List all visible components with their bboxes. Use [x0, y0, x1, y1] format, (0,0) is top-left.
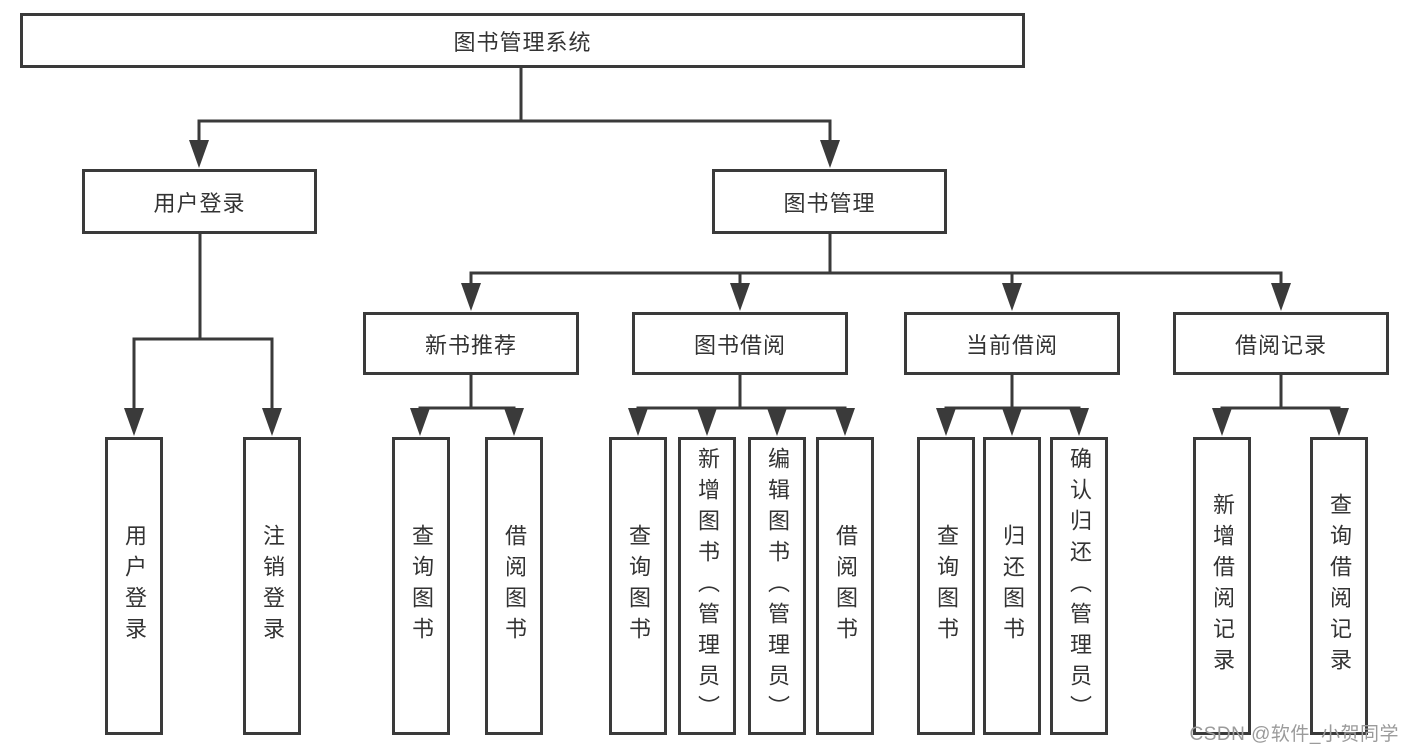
leaf-add-borrow-record: 新增借阅记录 [1193, 437, 1251, 735]
leaf-user-login: 用户登录 [105, 437, 163, 735]
leaf-add-book-admin: 新增图书（管理员） [678, 437, 736, 735]
node-book-borrow: 图书借阅 [632, 312, 848, 375]
leaf-borrow-books-recommend: 借阅图书 [485, 437, 543, 735]
leaf-confirm-return-admin: 确认归还（管理员） [1050, 437, 1108, 735]
leaf-edit-book-admin: 编辑图书（管理员） [748, 437, 806, 735]
leaf-return-book: 归还图书 [983, 437, 1041, 735]
leaf-query-books-recommend: 查询图书 [392, 437, 450, 735]
node-user-login: 用户登录 [82, 169, 317, 234]
node-borrow-records: 借阅记录 [1173, 312, 1389, 375]
node-current-borrow: 当前借阅 [904, 312, 1120, 375]
leaf-borrow-books: 借阅图书 [816, 437, 874, 735]
leaf-query-books-current: 查询图书 [917, 437, 975, 735]
watermark: CSDN @软件_小贺同学 [1189, 724, 1399, 745]
leaf-query-borrow-record: 查询借阅记录 [1310, 437, 1368, 735]
leaf-query-books-borrow: 查询图书 [609, 437, 667, 735]
node-book-management: 图书管理 [712, 169, 947, 234]
leaf-logout-login: 注销登录 [243, 437, 301, 735]
node-library-management-system: 图书管理系统 [20, 13, 1025, 68]
node-new-book-recommend: 新书推荐 [363, 312, 579, 375]
